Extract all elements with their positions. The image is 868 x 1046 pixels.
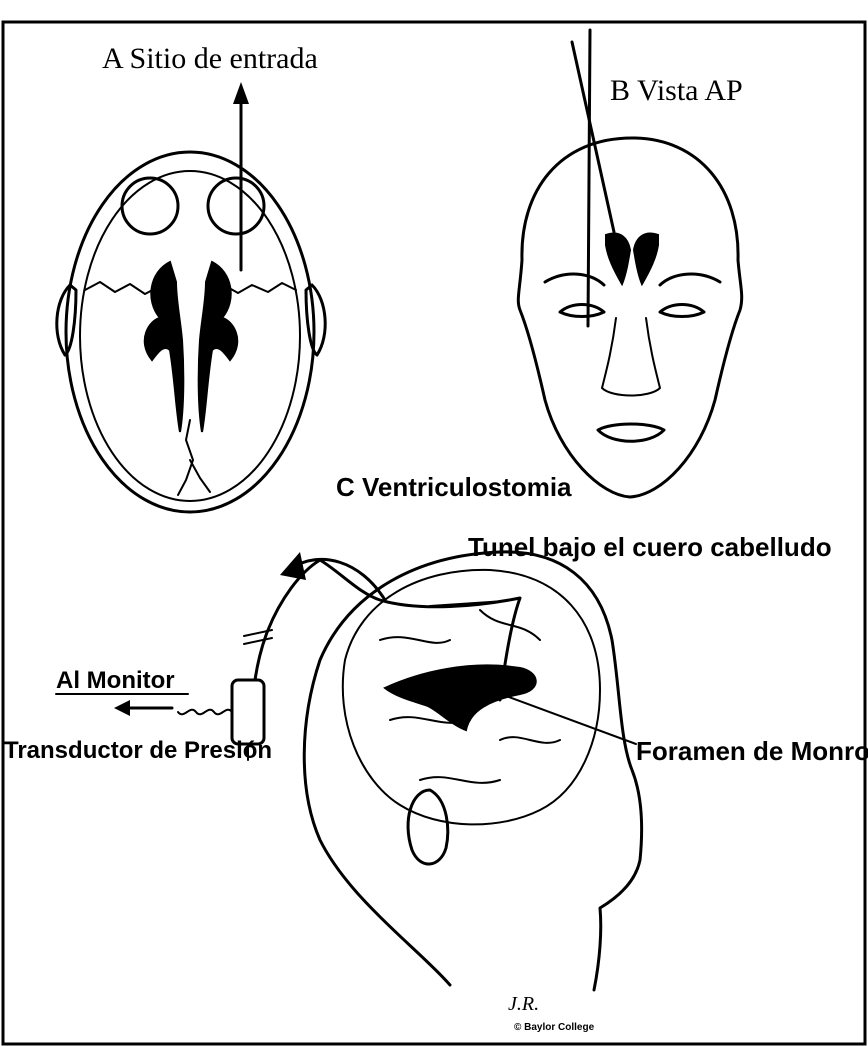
head-profile <box>304 552 641 990</box>
monitor-cable-coil <box>178 710 232 715</box>
left-lateral-ventricle <box>145 262 184 432</box>
burr-hole-left <box>122 178 178 234</box>
curved-arrow-head <box>280 552 306 580</box>
foramen-label: Foramen de Monro <box>636 736 868 766</box>
panel-c-lateral-view <box>56 552 642 990</box>
artist-initials: J.R. <box>508 993 539 1015</box>
needle-line-oblique <box>572 42 614 232</box>
monitor-arrow-head <box>114 700 130 716</box>
foramen-pointer-line <box>490 690 636 744</box>
coronal-suture <box>85 282 296 294</box>
panel-b-label: B Vista AP <box>610 74 743 107</box>
head-outline <box>518 138 741 497</box>
mouth <box>598 424 664 441</box>
tunnel-label: Tunel bajo el cuero cabelludo <box>468 532 832 562</box>
skull-outer <box>66 152 314 512</box>
entry-arrow-head <box>233 82 249 104</box>
ap-ventricle-right <box>634 233 658 284</box>
pressure-transducer <box>232 680 264 744</box>
right-ear-shape <box>306 285 325 355</box>
ear <box>408 790 448 864</box>
transducer-label: Transductor de Presión <box>4 737 272 764</box>
panel-c-label: C Ventriculostomia <box>336 472 572 502</box>
panel-a-skull-top-view <box>57 82 325 512</box>
left-eyebrow <box>545 274 604 285</box>
copyright-credit: © Baylor College <box>514 1022 595 1033</box>
nose <box>602 318 660 396</box>
ap-ventricle-left <box>606 233 630 284</box>
right-lateral-ventricle <box>199 262 238 432</box>
sagittal-suture <box>178 420 210 495</box>
right-eye <box>660 305 704 317</box>
monitor-label: Al Monitor <box>56 667 175 694</box>
panel-a-label: A Sitio de entrada <box>102 42 318 75</box>
left-eye <box>560 305 604 317</box>
tube-break-mark-2 <box>244 638 272 644</box>
needle-line-vertical <box>588 30 590 326</box>
right-eyebrow <box>660 274 720 285</box>
